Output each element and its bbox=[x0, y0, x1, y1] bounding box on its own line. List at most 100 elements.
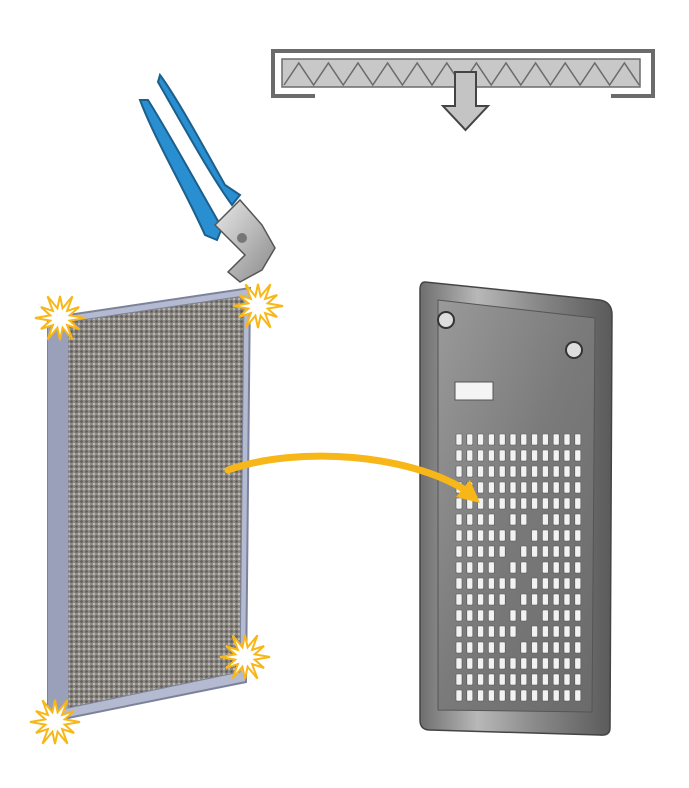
panel-vent-hole bbox=[498, 449, 506, 462]
panel-vent-hole bbox=[542, 513, 549, 526]
panel-vent-hole bbox=[509, 497, 517, 510]
panel-vent-hole bbox=[552, 513, 560, 526]
pliers-icon bbox=[138, 72, 276, 283]
filter-icon bbox=[47, 286, 252, 724]
panel-vent-hole bbox=[552, 449, 560, 462]
panel-vent-hole bbox=[542, 689, 549, 702]
panel-vent-hole bbox=[563, 545, 571, 558]
panel-vent-hole bbox=[574, 641, 582, 654]
panel-vent-hole bbox=[520, 641, 528, 654]
panel-vent-hole bbox=[455, 513, 463, 526]
panel-vent-hole bbox=[509, 561, 517, 574]
panel-vent-hole bbox=[552, 481, 560, 494]
panel-vent-hole bbox=[563, 449, 571, 462]
panel-vent-hole bbox=[509, 433, 517, 446]
panel-vent-hole bbox=[498, 593, 506, 606]
panel-vent-hole bbox=[563, 497, 571, 510]
panel-vent-hole bbox=[498, 577, 506, 590]
panel-vent-hole bbox=[531, 433, 538, 446]
panel-vent-hole bbox=[455, 593, 463, 606]
panel-vent-hole bbox=[574, 657, 582, 670]
panel-vent-hole bbox=[477, 657, 484, 670]
panel-vent-hole bbox=[520, 561, 528, 574]
panel-vent-hole bbox=[466, 433, 474, 446]
panel-vent-hole bbox=[563, 689, 571, 702]
panel-vent-hole bbox=[477, 497, 484, 510]
panel-vent-hole bbox=[542, 593, 549, 606]
down-arrow-icon bbox=[440, 71, 491, 132]
panel-vent-hole bbox=[498, 545, 506, 558]
panel-vent-hole bbox=[498, 481, 506, 494]
panel-vent-hole bbox=[531, 545, 538, 558]
panel-vent-hole bbox=[498, 529, 506, 542]
panel-vent-hole bbox=[498, 673, 506, 686]
panel-vent-hole bbox=[574, 449, 582, 462]
panel-vent-hole bbox=[542, 641, 549, 654]
panel-vent-hole bbox=[455, 641, 463, 654]
panel-vent-hole bbox=[466, 577, 474, 590]
panel-vent-hole bbox=[542, 545, 549, 558]
panel-vent-hole bbox=[542, 625, 549, 638]
panel-vent-hole bbox=[563, 641, 571, 654]
panel-vent-hole bbox=[488, 673, 495, 686]
panel-vent-hole bbox=[520, 513, 528, 526]
panel-vent-hole bbox=[574, 513, 582, 526]
panel-vent-hole bbox=[552, 657, 560, 670]
panel-vent-hole bbox=[498, 657, 506, 670]
panel-vent-hole bbox=[488, 609, 495, 622]
panel-vent-hole bbox=[542, 657, 549, 670]
panel-vent-hole bbox=[520, 481, 528, 494]
panel-vent-hole bbox=[563, 529, 571, 542]
panel-vent-hole bbox=[477, 609, 484, 622]
panel-vent-hole bbox=[563, 577, 571, 590]
panel-vent-hole bbox=[563, 433, 571, 446]
panel-vent-hole bbox=[477, 673, 484, 686]
panel-vent-hole bbox=[552, 545, 560, 558]
panel-vent-hole bbox=[466, 625, 474, 638]
panel-icon bbox=[419, 281, 613, 736]
bolt-icon bbox=[437, 311, 455, 329]
panel-vent-hole bbox=[488, 577, 495, 590]
panel-vent-hole bbox=[563, 465, 571, 478]
panel-vent-hole bbox=[574, 497, 582, 510]
panel-vent-hole bbox=[488, 641, 495, 654]
sparks-group bbox=[29, 283, 284, 745]
panel-vent-hole bbox=[531, 529, 538, 542]
panel-vent-hole bbox=[552, 689, 560, 702]
panel-vent-hole bbox=[509, 513, 517, 526]
panel-vent-hole bbox=[466, 689, 474, 702]
spark-icon bbox=[219, 634, 271, 680]
panel-vent-hole bbox=[509, 529, 517, 542]
panel-vent-hole bbox=[552, 529, 560, 542]
panel-vent-hole bbox=[520, 497, 528, 510]
spark-icon bbox=[34, 295, 86, 341]
panel-vent-hole bbox=[477, 465, 484, 478]
panel-vent-hole bbox=[477, 593, 484, 606]
panel-vent-hole bbox=[542, 481, 549, 494]
panel-vent-hole bbox=[563, 481, 571, 494]
panel-vent-hole bbox=[542, 465, 549, 478]
panel-vent-hole bbox=[552, 465, 560, 478]
panel-vent-hole bbox=[509, 577, 517, 590]
panel-label-slot bbox=[454, 381, 494, 401]
panel-vent-hole bbox=[466, 641, 474, 654]
panel-vent-hole bbox=[542, 673, 549, 686]
panel-vent-hole bbox=[509, 673, 517, 686]
panel-vent-hole bbox=[455, 449, 463, 462]
panel-vent-hole bbox=[488, 497, 495, 510]
panel-vent-hole bbox=[531, 497, 538, 510]
panel-vent-hole bbox=[466, 513, 474, 526]
panel-vent-hole bbox=[488, 433, 495, 446]
panel-vent-hole bbox=[531, 657, 538, 670]
panel-vent-hole bbox=[509, 609, 517, 622]
move-arrow-icon bbox=[224, 452, 480, 503]
panel-vent-hole bbox=[574, 689, 582, 702]
panel-vent-hole bbox=[455, 545, 463, 558]
panel-vent-hole bbox=[520, 673, 528, 686]
panel-vent-hole bbox=[477, 577, 484, 590]
panel-vent-hole bbox=[488, 657, 495, 670]
panel-vent-hole bbox=[531, 465, 538, 478]
panel-vent-hole bbox=[466, 657, 474, 670]
panel-vent-hole bbox=[574, 561, 582, 574]
panel-vent-hole bbox=[531, 689, 538, 702]
